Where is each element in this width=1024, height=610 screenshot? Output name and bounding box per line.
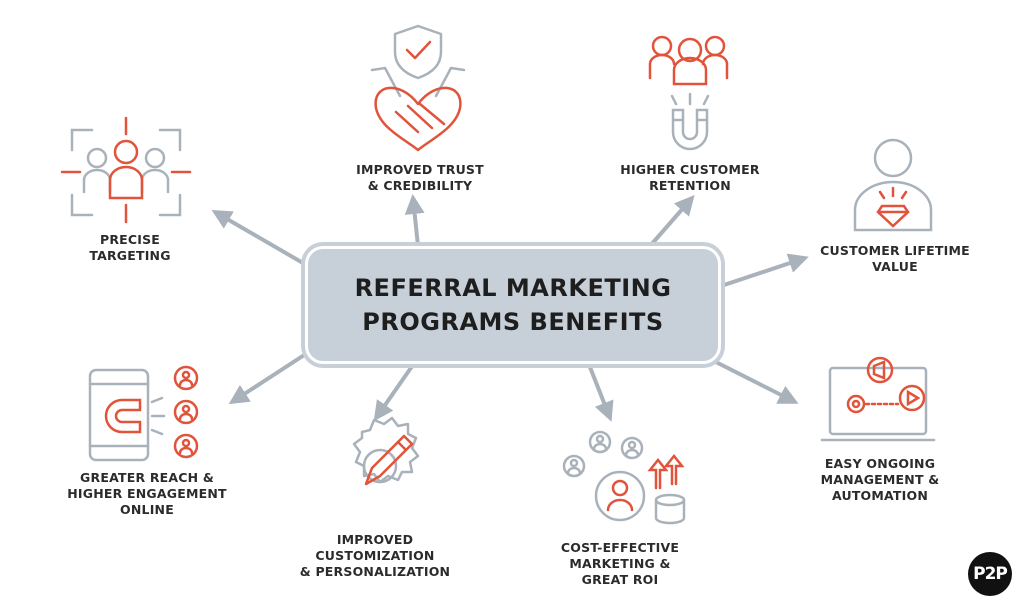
center-title-box: REFERRAL MARKETING PROGRAMS BENEFITS [305,246,721,364]
label-improved-trust: IMPROVED TRUST & CREDIBILITY [356,162,484,193]
arrow-cost-effective [586,361,614,422]
p2p-logo: P2P [968,552,1012,596]
center-title: REFERRAL MARKETING PROGRAMS BENEFITS [354,274,672,336]
target-people-icon [60,116,192,224]
shield-handshake-heart-icon [370,24,466,152]
arrow-greater-reach [228,346,317,405]
arrow-easy-management [707,356,799,404]
person-diamond-icon [853,138,933,232]
label-greater-reach: GREATER REACH & HIGHER ENGAGEMENT ONLINE [67,470,227,517]
roi-people-coins-icon [562,430,686,525]
magnet-people-icon [648,35,729,151]
arrow-higher-retention [648,194,695,248]
arrow-improved-customization [373,360,417,422]
arrow-precise-targeting [211,209,317,272]
arrow-improved-trust [404,194,425,247]
laptop-automation-icon [820,356,936,442]
label-cost-effective: COST-EFFECTIVE MARKETING & GREAT ROI [560,540,680,587]
label-customer-lifetime: CUSTOMER LIFETIME VALUE [820,243,970,274]
label-easy-management: EASY ONGOING MANAGEMENT & AUTOMATION [820,456,940,503]
arrow-customer-lifetime [714,253,809,290]
label-higher-retention: HIGHER CUSTOMER RETENTION [620,162,760,193]
phone-magnet-icon [88,365,199,462]
gear-pencil-icon [352,416,420,486]
label-improved-customization: IMPROVED CUSTOMIZATION & PERSONALIZATION [299,532,451,579]
label-precise-targeting: PRECISE TARGETING [89,232,171,263]
